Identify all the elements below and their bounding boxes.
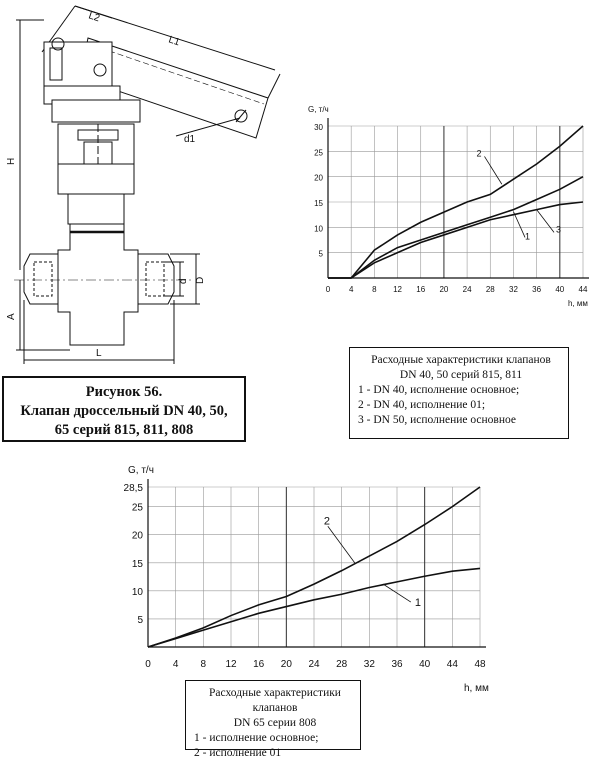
dim-label-d: d <box>178 278 189 284</box>
figure-caption: Рисунок 56. Клапан дроссельный DN 40, 50… <box>2 376 246 442</box>
dim-label-h: H <box>6 158 17 165</box>
x-tick-label: 12 <box>225 659 237 670</box>
y-tick-label: 30 <box>314 123 323 132</box>
curve-label-1: 1 <box>525 231 530 241</box>
x-tick-label: 24 <box>308 659 320 670</box>
caption-line-1: Рисунок 56. <box>4 383 244 402</box>
legend1-title-1: Расходные характеристики клапанов <box>358 353 564 368</box>
caption-line-2: Клапан дроссельный DN 40, 50, <box>4 402 244 421</box>
x-tick-label: 0 <box>145 659 151 670</box>
legend1-item-2: 2 - DN 40, исполнение 01; <box>358 398 564 413</box>
x-tick-label: 20 <box>281 659 293 670</box>
x-tick-label: 40 <box>555 285 564 294</box>
y-axis-label: G, т/ч <box>128 465 154 476</box>
chart2-legend: Расходные характеристики клапанов DN 65 … <box>185 680 361 750</box>
valve-drawing: L2 L1 d1 H A d D L <box>0 0 300 375</box>
legend1-item-1: 1 - DN 40, исполнение основное; <box>358 383 564 398</box>
x-tick-label: 44 <box>579 285 588 294</box>
x-tick-label: 28 <box>336 659 348 670</box>
caption-line-3: 65 серий 815, 811, 808 <box>4 421 244 440</box>
callout-line <box>484 156 501 184</box>
y-tick-label: 25 <box>314 148 323 157</box>
legend2-title-2: DN 65 серии 808 <box>194 716 356 731</box>
y-tick-label: 20 <box>314 174 323 183</box>
y-tick-label: 25 <box>132 503 144 514</box>
x-tick-label: 48 <box>474 659 486 670</box>
callout-line <box>513 212 525 238</box>
x-tick-label: 8 <box>372 285 377 294</box>
x-axis-label: h, мм <box>568 299 588 308</box>
legend2-item-1: 1 - исполнение основное; <box>194 731 356 746</box>
y-axis-label: G, т/ч <box>308 105 329 114</box>
legend2-item-2: 2 - исполнение 01 <box>194 746 356 761</box>
curve-label-2: 2 <box>476 148 481 158</box>
y-tick-label: 5 <box>137 615 143 626</box>
x-tick-label: 20 <box>439 285 448 294</box>
dim-label-l: L <box>96 348 102 359</box>
x-tick-label: 36 <box>532 285 541 294</box>
chart1-legend: Расходные характеристики клапанов DN 40,… <box>349 347 569 439</box>
x-tick-label: 36 <box>391 659 403 670</box>
x-tick-label: 0 <box>326 285 331 294</box>
curve-label-2: 2 <box>324 515 330 527</box>
dim-label-l1: L1 <box>167 34 181 48</box>
y-tick-label: 15 <box>314 199 323 208</box>
x-tick-label: 32 <box>509 285 518 294</box>
x-tick-label: 44 <box>447 659 459 670</box>
y-tick-label: 28,5 <box>124 483 144 494</box>
callout-line <box>537 210 554 233</box>
legend2-title-1: Расходные характеристики клапанов <box>194 686 356 716</box>
legend1-item-3: 3 - DN 50, исполнение основное <box>358 413 564 428</box>
x-tick-label: 4 <box>349 285 354 294</box>
x-tick-label: 16 <box>253 659 265 670</box>
dim-label-d1: d1 <box>184 134 196 145</box>
x-tick-label: 24 <box>463 285 472 294</box>
x-tick-label: 40 <box>419 659 431 670</box>
y-tick-label: 15 <box>132 559 144 570</box>
y-tick-label: 10 <box>314 224 323 233</box>
y-tick-label: 5 <box>319 250 324 259</box>
legend1-title-2: DN 40, 50 серий 815, 811 <box>358 368 564 383</box>
curve-label-1: 1 <box>415 597 421 609</box>
x-tick-label: 16 <box>416 285 425 294</box>
dim-label-l2: L2 <box>87 10 101 24</box>
curve-label-3: 3 <box>556 224 561 234</box>
x-tick-label: 28 <box>486 285 495 294</box>
y-tick-label: 20 <box>132 531 144 542</box>
x-tick-label: 12 <box>393 285 402 294</box>
x-tick-label: 4 <box>173 659 179 670</box>
x-tick-label: 32 <box>364 659 376 670</box>
x-tick-label: 8 <box>201 659 207 670</box>
dim-label-big-d: D <box>195 277 206 284</box>
y-tick-label: 10 <box>132 587 144 598</box>
x-axis-label: h, мм <box>464 683 489 694</box>
dim-label-a: A <box>6 313 17 320</box>
